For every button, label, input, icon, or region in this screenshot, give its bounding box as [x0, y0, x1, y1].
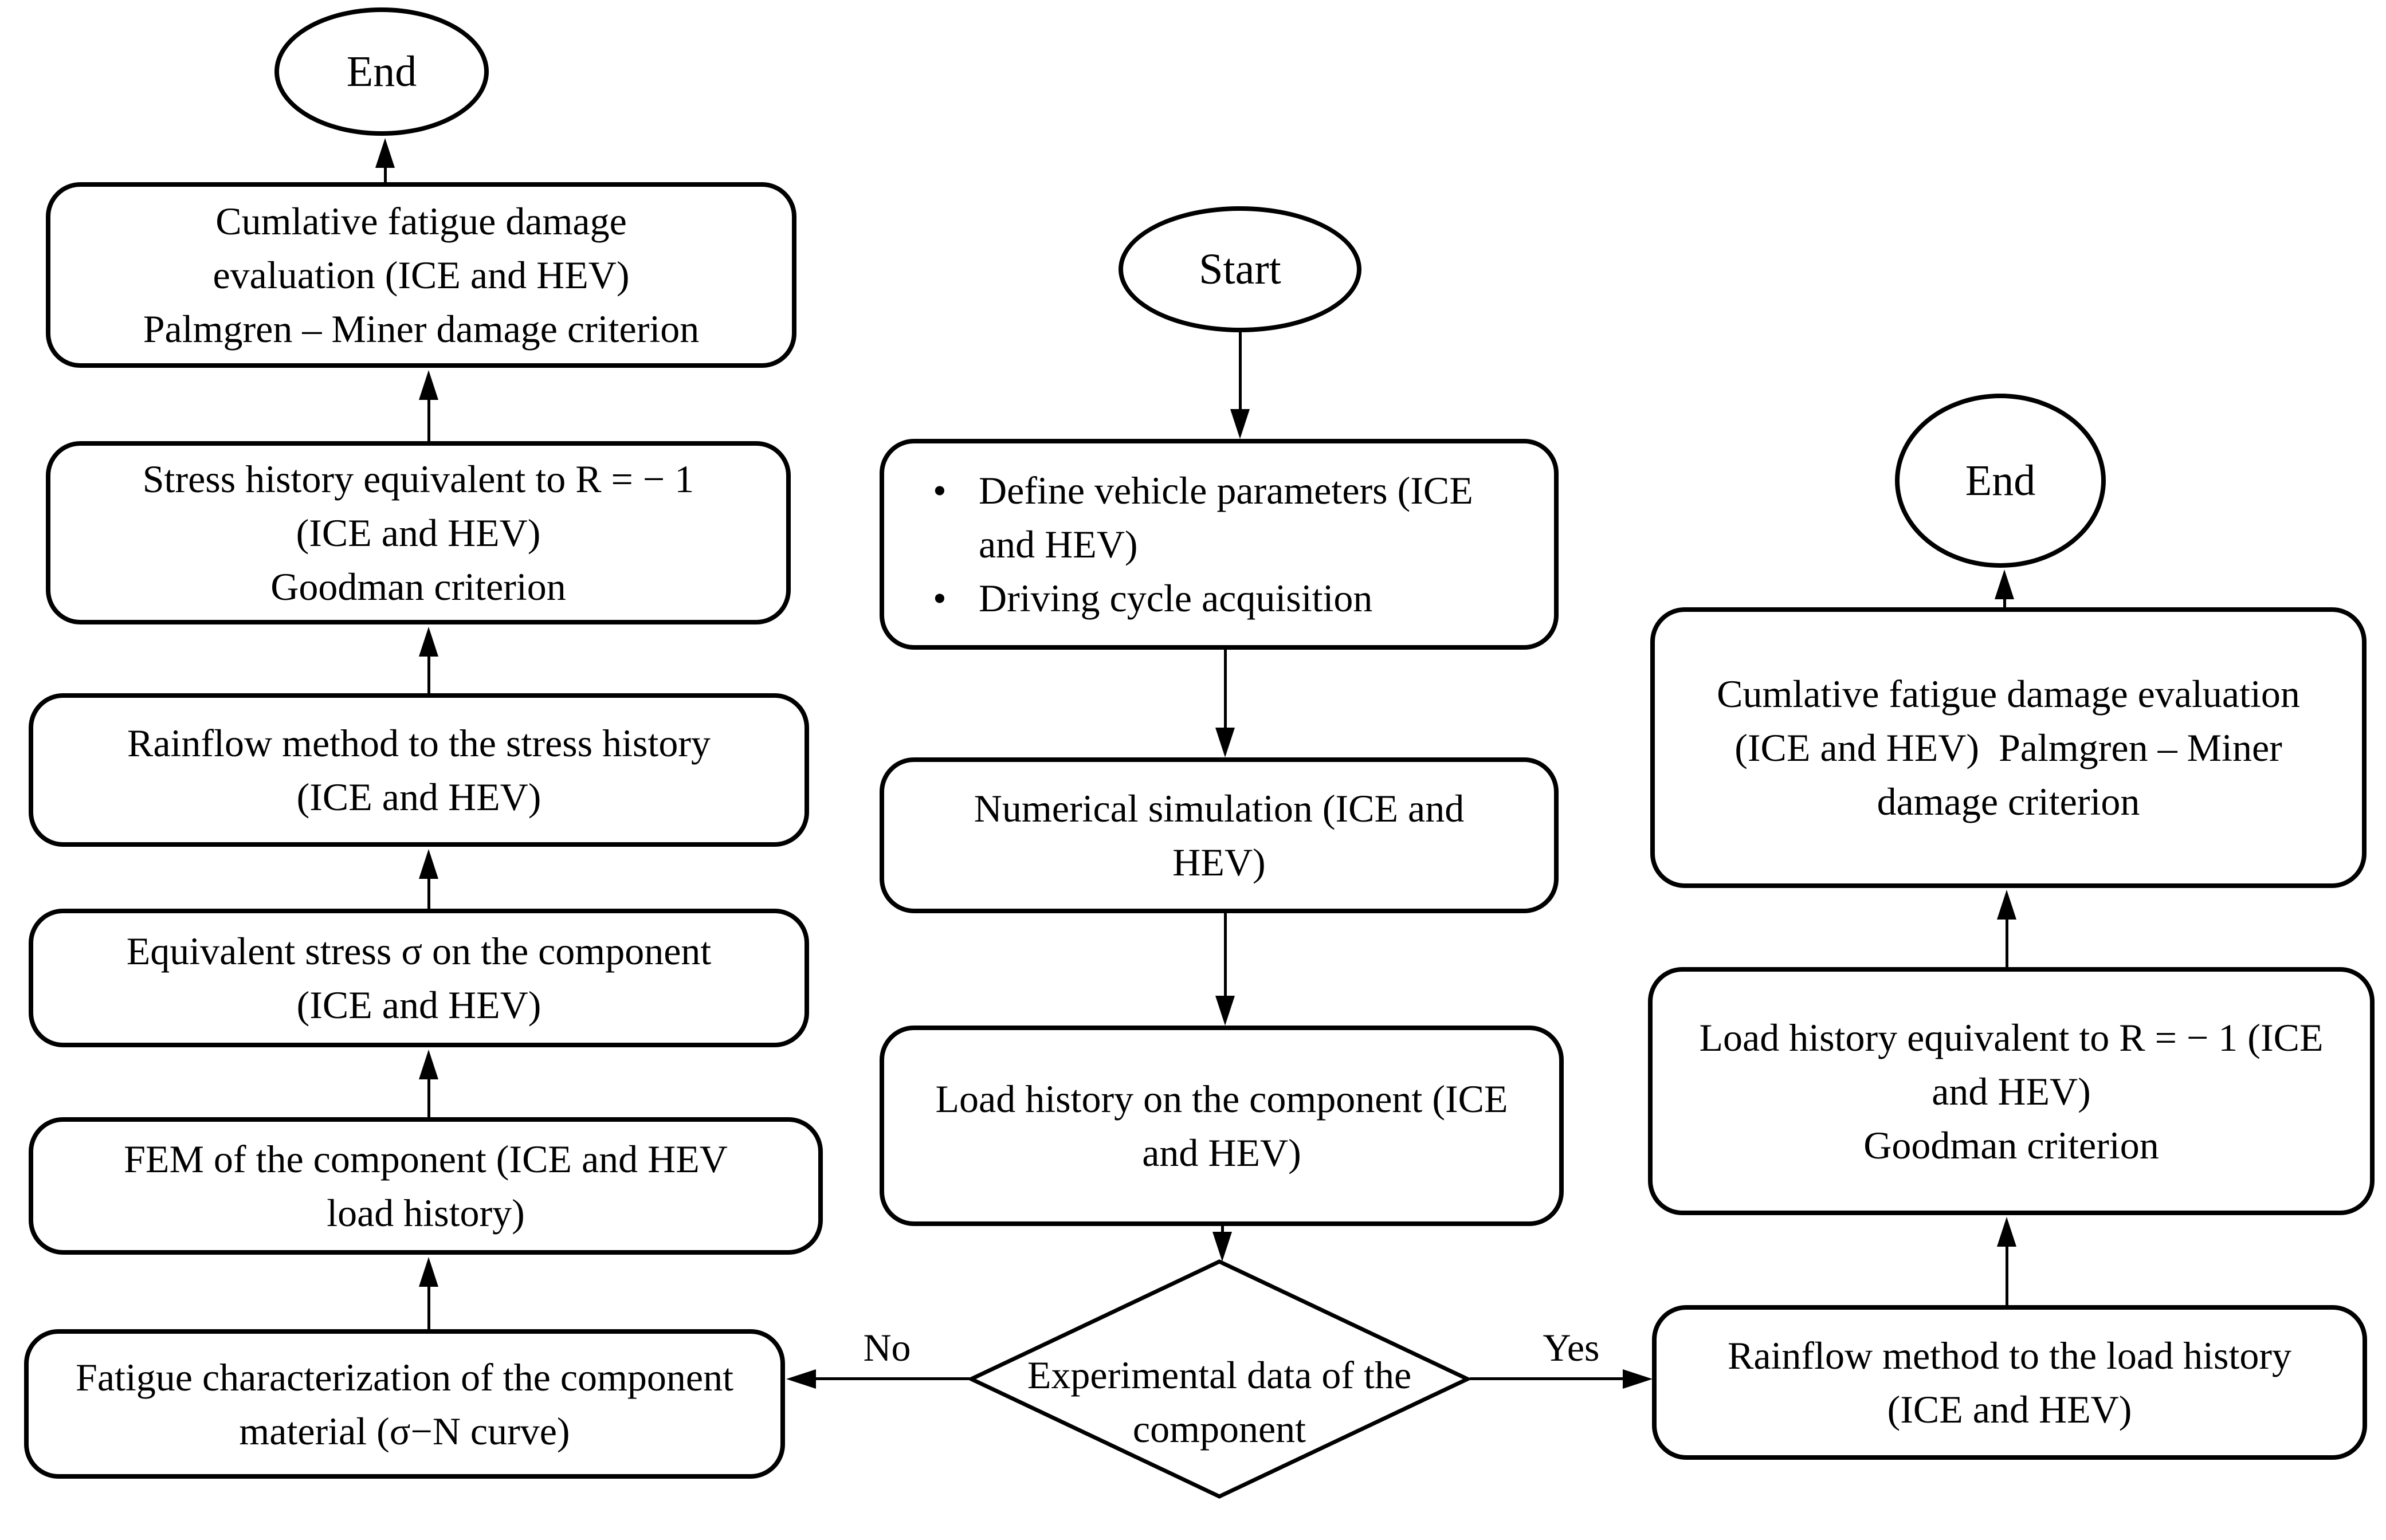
arrow-fem-to-equivstress: [427, 1077, 430, 1117]
arrow-start-to-define: [1239, 332, 1242, 410]
arrow-fatiguechar-to-fem: [427, 1284, 430, 1329]
arrowhead-up-icon: [419, 849, 438, 879]
arrowhead-left-icon: [786, 1369, 816, 1389]
node-label: Start: [1199, 245, 1281, 293]
node-text-line: •Driving cycle acquisition: [884, 571, 1554, 625]
node-text-line: Cumlative fatigue damage: [215, 199, 627, 243]
node-text-line: and HEV): [1932, 1069, 2091, 1113]
node-text-line: Rainflow method to the load history: [1728, 1334, 2291, 1377]
arrowhead-up-icon: [1997, 890, 2016, 920]
arrow-define-to-numsim: [1224, 650, 1227, 729]
node-text-line: (ICE and HEV) Palmgren – Miner: [1734, 726, 2282, 769]
process-equivalent-stress: Equivalent stress σ on the component (IC…: [29, 909, 809, 1047]
bullet-icon: •: [933, 576, 947, 620]
arrow-rainflowstress-to-stresseq: [427, 654, 430, 693]
node-text-line: Load history on the component (ICE: [935, 1077, 1508, 1121]
process-rainflow-load-history: Rainflow method to the load history (ICE…: [1652, 1305, 2367, 1460]
arrow-decision-yes: [1470, 1377, 1623, 1380]
arrow-cumleft-to-end: [384, 165, 387, 182]
node-text-line: (ICE and HEV): [1887, 1388, 2132, 1431]
node-text-line: (ICE and HEV): [296, 511, 541, 555]
process-cumulative-damage-right: Cumlative fatigue damage evaluation (ICE…: [1650, 607, 2367, 888]
node-label: End: [346, 48, 417, 96]
process-load-history-equivalent: Load history equivalent to R = − 1 (ICE …: [1648, 967, 2375, 1215]
node-text-line: (ICE and HEV): [296, 983, 541, 1027]
process-rainflow-stress-history: Rainflow method to the stress history (I…: [29, 693, 809, 847]
node-text-line: Numerical simulation (ICE and: [974, 787, 1465, 830]
process-define-parameters: •Define vehicle parameters (ICE and HEV)…: [880, 439, 1559, 650]
terminator-start: Start: [1119, 206, 1361, 332]
decision-experimental-data: Experimental data of the component: [969, 1259, 1470, 1499]
edge-label-yes: Yes: [1543, 1326, 1600, 1369]
arrowhead-up-icon: [375, 138, 395, 168]
arrow-cumright-to-end: [2003, 596, 2006, 607]
node-text-line: Equivalent stress σ on the component: [126, 929, 712, 973]
arrowhead-down-icon: [1230, 409, 1250, 439]
arrow-equivstress-to-rainflowstress: [427, 876, 430, 909]
arrowhead-up-icon: [419, 1257, 438, 1287]
arrow-rainflowload-to-loadeq: [2006, 1244, 2008, 1305]
node-text-line: Rainflow method to the stress history: [127, 721, 711, 765]
process-load-history-component: Load history on the component (ICE and H…: [880, 1026, 1564, 1226]
node-text-line: Stress history equivalent to R = − 1: [142, 457, 694, 501]
node-text-line: Fatigue characterization of the componen…: [76, 1355, 733, 1399]
diamond-shape: [969, 1259, 1470, 1499]
node-text-line: FEM of the component (ICE and HEV: [124, 1137, 728, 1181]
node-text-line: •Define vehicle parameters (ICE: [884, 463, 1554, 517]
arrowhead-down-icon: [1215, 728, 1235, 757]
node-text-line: Goodman criterion: [270, 565, 566, 608]
node-text-line: HEV): [1172, 840, 1266, 884]
arrowhead-up-icon: [419, 370, 438, 400]
process-fatigue-characterization: Fatigue characterization of the componen…: [24, 1329, 785, 1479]
node-text-line: and HEV): [979, 522, 1138, 566]
terminator-end-left: End: [274, 7, 489, 136]
process-fem-component: FEM of the component (ICE and HEV load h…: [29, 1117, 823, 1255]
arrowhead-up-icon: [419, 1050, 438, 1079]
arrowhead-down-icon: [1215, 996, 1235, 1026]
bullet-icon: •: [933, 469, 947, 512]
node-text-line: Palmgren – Miner damage criterion: [143, 307, 700, 351]
node-text-line: load history): [327, 1191, 525, 1235]
node-text-line: material (σ−N curve): [239, 1409, 570, 1453]
arrow-stresseq-to-cumleft: [427, 397, 430, 441]
node-text-line: and HEV): [1142, 1131, 1301, 1174]
node-text-line: evaluation (ICE and HEV): [213, 253, 630, 297]
node-text-line: Goodman criterion: [1863, 1123, 2159, 1167]
node-text-line: component: [1132, 1407, 1306, 1451]
node-text-line: (ICE and HEV): [296, 775, 541, 819]
node-text-line: damage criterion: [1877, 780, 2140, 823]
arrow-decision-no: [816, 1377, 970, 1380]
arrow-loadeq-to-cumright: [2006, 917, 2008, 967]
arrow-numsim-to-loadhist: [1224, 913, 1227, 997]
arrowhead-up-icon: [1997, 1217, 2016, 1247]
arrow-loadhist-to-decision: [1221, 1226, 1224, 1233]
terminator-end-right: End: [1895, 394, 2106, 568]
node-text-line: Load history equivalent to R = − 1 (ICE: [1699, 1015, 2324, 1059]
decision-text: Experimental data of the component: [969, 1282, 1470, 1522]
node-text-line: Cumlative fatigue damage evaluation: [1717, 672, 2300, 716]
process-stress-history-equivalent: Stress history equivalent to R = − 1 (IC…: [46, 441, 791, 624]
edge-label-no: No: [863, 1326, 911, 1369]
process-numerical-simulation: Numerical simulation (ICE and HEV): [880, 757, 1559, 913]
arrowhead-right-icon: [1623, 1369, 1653, 1389]
process-cumulative-damage-left: Cumlative fatigue damage evaluation (ICE…: [46, 182, 796, 368]
arrowhead-up-icon: [1995, 569, 2014, 599]
node-label: End: [1965, 457, 2036, 505]
arrowhead-up-icon: [419, 627, 438, 657]
node-text-line: Experimental data of the: [1027, 1353, 1412, 1397]
arrowhead-down-icon: [1212, 1232, 1232, 1262]
